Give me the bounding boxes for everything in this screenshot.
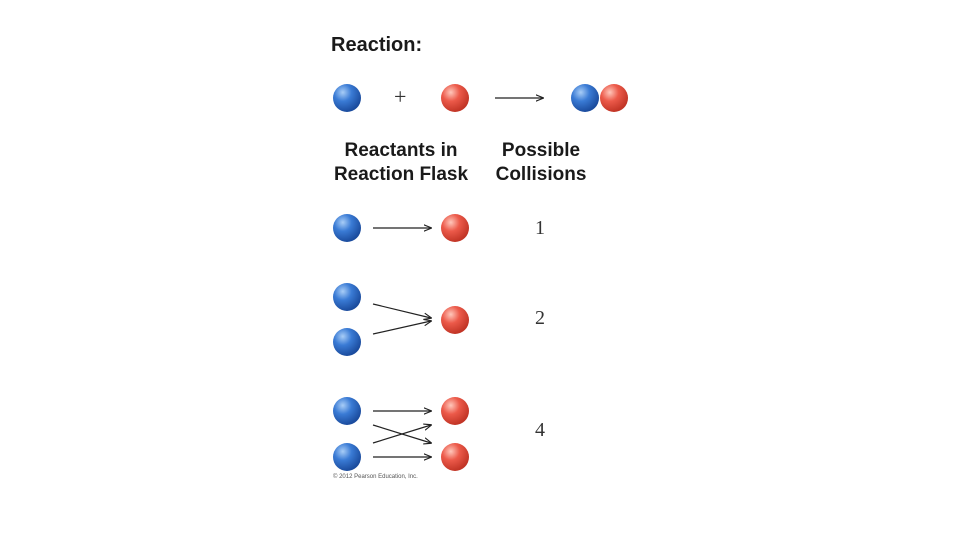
reactant-b-molecule <box>441 84 469 112</box>
row-1-red-molecule <box>441 214 469 242</box>
row-3-red-molecule-bottom <box>441 443 469 471</box>
row-3-blue-molecule-bottom <box>333 443 361 471</box>
row-3-blue-molecule-top <box>333 397 361 425</box>
row-1-blue-molecule <box>333 214 361 242</box>
row-2-collision-arrow-top <box>373 304 431 318</box>
row-2-blue-molecule-bottom <box>333 328 361 356</box>
row-3-red-molecule-top <box>441 397 469 425</box>
row-2-blue-molecule-top <box>333 283 361 311</box>
product-molecule-blue-atom <box>571 84 599 112</box>
reactant-a-molecule <box>333 84 361 112</box>
row-2-collision-arrow-bottom <box>373 321 431 334</box>
product-molecule-red-atom <box>600 84 628 112</box>
row-2-red-molecule <box>441 306 469 334</box>
